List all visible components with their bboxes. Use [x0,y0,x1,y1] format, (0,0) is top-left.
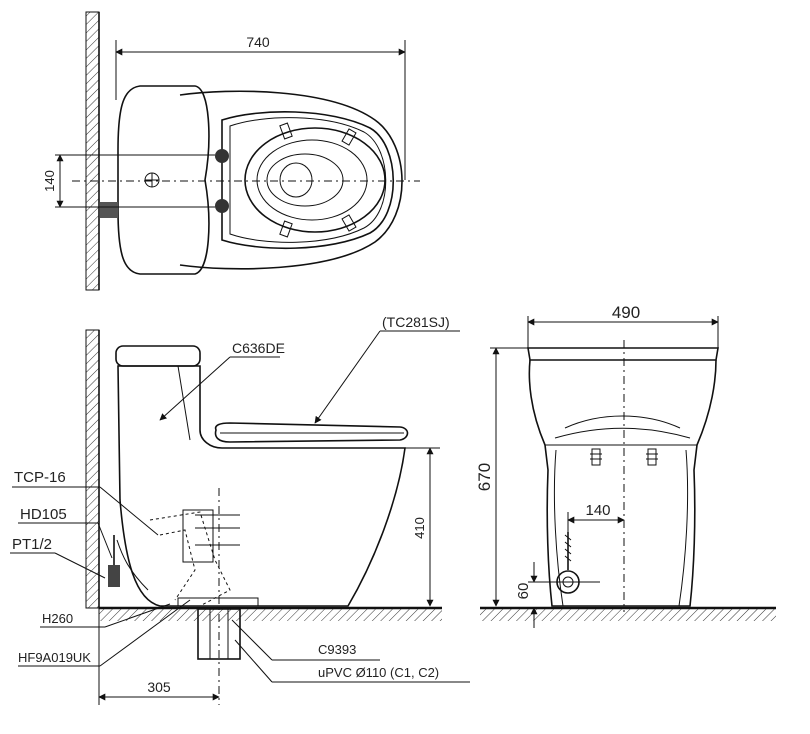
hinge-bolt-front-right [646,448,658,466]
label-fitting-hd105: HD105 [20,506,67,523]
hinge-bolt-lower [215,199,229,213]
label-fitting-h260: H260 [42,611,73,626]
dim-label-670: 670 [475,463,494,491]
dim-label-60: 60 [515,583,532,600]
label-fitting-tcp16: TCP-16 [14,469,66,486]
tank-outline-top [117,85,210,275]
dim-label-305: 305 [147,679,171,695]
dim-label-140-top: 140 [42,170,57,192]
label-fitting-pt12: PT1/2 [12,536,52,553]
tank-lid-front [527,347,719,361]
toilet-body-side [117,365,406,607]
label-fitting-hf9a019uk: HF9A019UK [18,650,91,665]
wall-hatch-top [85,11,100,291]
label-bowl-model: C636DE [232,340,285,356]
toilet-body-front [528,359,717,607]
seat-side [214,422,409,443]
dim-label-490: 490 [612,303,640,322]
hinge-bolt-front-left [590,448,602,466]
side-view: 410 305 C636DE (TC281SJ) TCP-16 HD105 PT… [10,314,470,705]
supply-valve-top [100,202,118,218]
label-pipe-upvc: uPVC Ø110 (C1, C2) [318,665,439,680]
front-view: 490 670 140 60 [475,303,776,628]
bowl-outline-top [179,90,403,270]
seat-outline-top [221,111,395,250]
label-flange-c9393: C9393 [318,642,356,657]
dim-label-410: 410 [412,517,427,539]
hinge-bolt-upper [215,149,229,163]
outlet-top [279,162,313,198]
tank-lid-side [115,345,201,367]
wall-hatch-side [85,329,100,609]
supply-valve-side [108,565,120,587]
dim-label-740: 740 [246,34,270,50]
top-view: 140 740 [42,11,420,291]
dim-label-140-front: 140 [585,502,610,519]
flange-block-side [182,509,214,563]
label-seat-model: (TC281SJ) [382,314,450,330]
bowl-rim-top [244,127,386,233]
